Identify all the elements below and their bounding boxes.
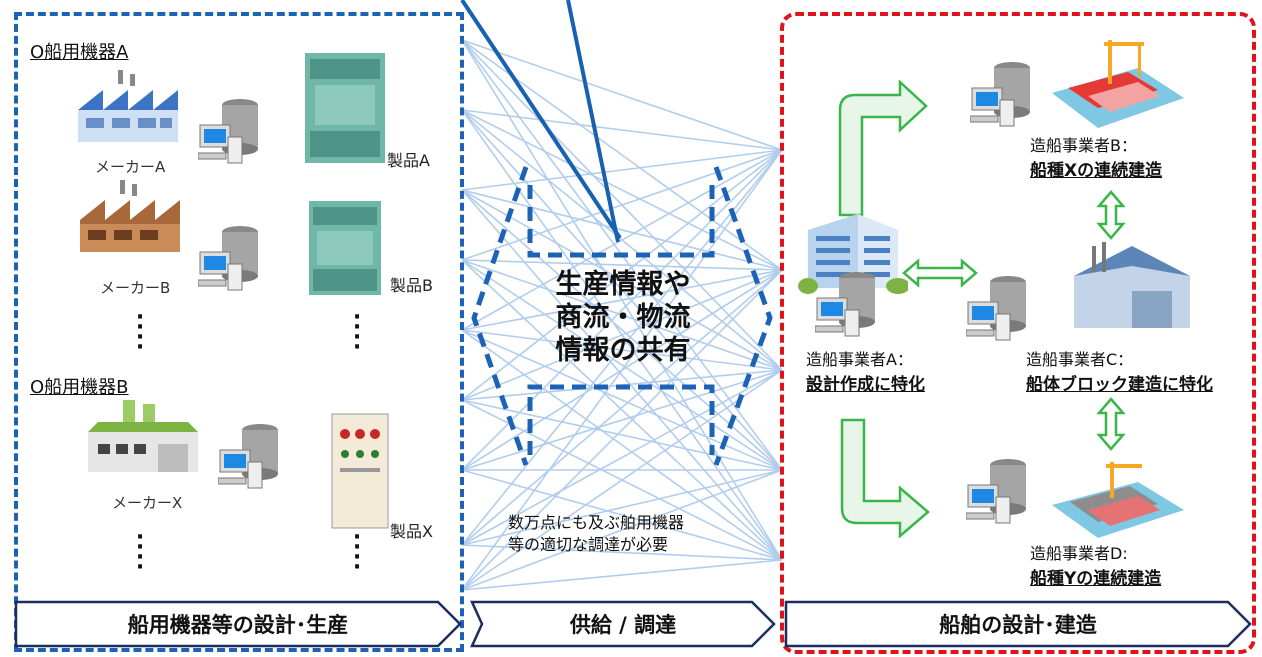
server-computer-icon bbox=[198, 226, 258, 291]
connection-line bbox=[461, 149, 783, 331]
engine-product-b-icon bbox=[309, 201, 381, 295]
connection-line bbox=[461, 369, 783, 471]
connection-line bbox=[461, 269, 783, 401]
connection-line bbox=[461, 259, 783, 371]
operator-d-role: 船種Yの連続建造 bbox=[1030, 569, 1162, 589]
connection-line bbox=[461, 149, 783, 591]
procurement-note: 数万点にも及ぶ舶用機器 等の適切な調達が必要 bbox=[508, 513, 685, 554]
green-double-arrow-horizontal-icon bbox=[902, 258, 978, 288]
connection-line bbox=[461, 269, 783, 591]
product-a-label: 製品A bbox=[387, 151, 430, 170]
operator-d-title: 造船事業者D: bbox=[1030, 544, 1128, 563]
product-x-label: 製品X bbox=[390, 522, 433, 541]
left-frame-equipment bbox=[14, 12, 464, 652]
banner-supply-procurement: 供給 / 調達 bbox=[470, 600, 776, 648]
factory-b-icon bbox=[80, 180, 180, 252]
product-b-label: 製品B bbox=[390, 276, 433, 295]
connection-line bbox=[461, 544, 783, 561]
operator-d: 造船事業者D: 船種Yの連続建造 bbox=[1030, 540, 1161, 589]
connection-line bbox=[461, 259, 783, 471]
server-computer-icon bbox=[966, 459, 1026, 524]
control-panel-product-x-icon bbox=[331, 413, 389, 529]
server-computer-icon bbox=[970, 62, 1030, 127]
share-double-arrow-icon bbox=[471, 166, 773, 466]
info-sharing-text: 生産情報や 商流・物流 情報の共有 bbox=[555, 269, 691, 366]
operator-b-title: 造船事業者B： bbox=[1030, 136, 1137, 155]
connection-line bbox=[461, 109, 783, 271]
connection-line bbox=[461, 189, 783, 371]
vertical-ellipsis: ···· bbox=[352, 305, 362, 360]
connection-line bbox=[461, 469, 783, 591]
connection-line bbox=[461, 329, 783, 471]
connection-line bbox=[461, 109, 783, 151]
connection-line bbox=[461, 259, 783, 271]
connection-line bbox=[461, 259, 783, 561]
connection-line bbox=[461, 189, 783, 561]
connection-line bbox=[461, 559, 783, 591]
connection-line bbox=[461, 399, 783, 471]
office-building-icon bbox=[798, 214, 908, 294]
banner-ship-design-construction: 船舶の設計･建造 bbox=[784, 600, 1252, 648]
operator-a-role: 設計作成に特化 bbox=[806, 375, 925, 395]
operator-b-role: 船種Xの連続建造 bbox=[1030, 161, 1163, 181]
connection-line bbox=[461, 469, 783, 546]
right-frame-shipbuilding bbox=[780, 12, 1256, 654]
operator-c-role: 船体ブロック建造に特化 bbox=[1026, 375, 1213, 395]
connection-line bbox=[461, 149, 783, 546]
connection-line bbox=[461, 149, 783, 261]
server-computer-icon bbox=[966, 276, 1026, 341]
shipyard-dock-icon bbox=[1052, 40, 1184, 128]
connection-line bbox=[461, 149, 783, 401]
group-b-title: O船用機器B bbox=[30, 377, 129, 398]
vertical-ellipsis: ···· bbox=[352, 525, 362, 580]
banner-equipment-design: 船用機器等の設計･生産 bbox=[14, 600, 462, 648]
connection-line bbox=[461, 189, 783, 271]
maker-a-label: メーカーA bbox=[95, 158, 166, 176]
connection-line bbox=[461, 329, 783, 371]
green-double-arrow-vertical-icon bbox=[1096, 397, 1126, 451]
shipyard-dock-icon bbox=[1052, 462, 1184, 538]
link-line-2 bbox=[566, 0, 620, 243]
maker-x-label: メーカーX bbox=[112, 494, 183, 512]
operator-b: 造船事業者B： 船種Xの連続建造 bbox=[1030, 132, 1162, 181]
connection-line bbox=[461, 39, 783, 151]
connection-line bbox=[461, 149, 783, 471]
green-double-arrow-vertical-icon bbox=[1096, 190, 1126, 240]
server-computer-icon bbox=[218, 424, 278, 489]
connection-line bbox=[461, 369, 783, 591]
operator-a-title: 造船事業者A： bbox=[806, 350, 913, 369]
green-arrow-down-right-icon bbox=[840, 418, 930, 538]
operator-c-title: 造船事業者C： bbox=[1026, 350, 1134, 369]
connection-line bbox=[461, 469, 783, 561]
shipyard-warehouse-icon bbox=[1074, 242, 1190, 328]
connection-line bbox=[461, 329, 783, 561]
factory-a-icon bbox=[78, 70, 178, 142]
engine-product-a-icon bbox=[305, 53, 385, 163]
operator-c: 造船事業者C： 船体ブロック建造に特化 bbox=[1026, 346, 1213, 395]
maker-b-label: メーカーB bbox=[100, 279, 171, 297]
connection-line bbox=[461, 109, 783, 471]
group-a-title: O船用機器A bbox=[30, 42, 129, 63]
link-line-1 bbox=[460, 0, 622, 240]
connection-line bbox=[461, 269, 783, 331]
connection-line bbox=[461, 149, 783, 191]
server-computer-icon bbox=[815, 272, 875, 337]
vertical-ellipsis: ···· bbox=[135, 525, 145, 580]
green-arrow-up-right-icon bbox=[838, 80, 928, 217]
operator-a: 造船事業者A： 設計作成に特化 bbox=[806, 346, 925, 395]
factory-x-icon bbox=[88, 400, 198, 472]
server-computer-icon bbox=[198, 99, 258, 164]
connection-line bbox=[461, 269, 783, 546]
vertical-ellipsis: ···· bbox=[135, 305, 145, 360]
